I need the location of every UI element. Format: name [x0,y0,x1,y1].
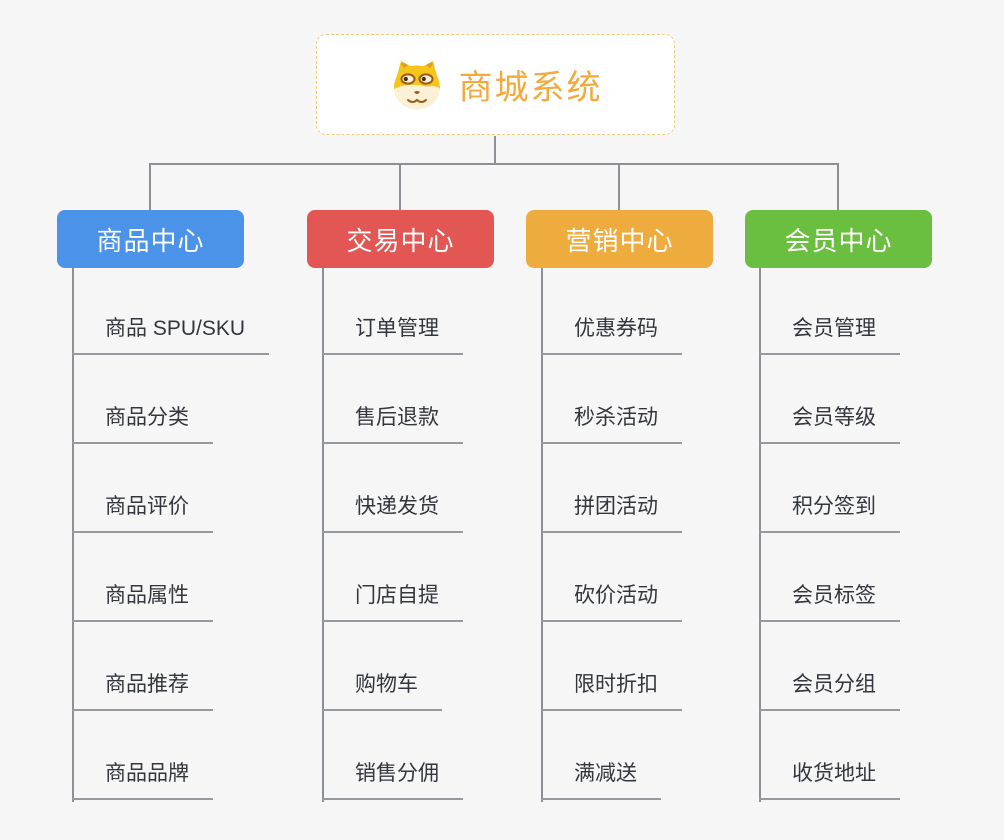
leaf-node[interactable]: 限时折扣 [541,669,682,711]
leaf-node[interactable]: 商品推荐 [72,669,213,711]
leaf-node[interactable]: 订单管理 [322,313,463,355]
leaf-node[interactable]: 销售分佣 [322,758,463,800]
leaf-node[interactable]: 秒杀活动 [541,402,682,444]
branch-node-trade-center[interactable]: 交易中心 [307,210,494,268]
connector-column-line [541,268,543,802]
leaf-node[interactable]: 商品属性 [72,580,213,622]
branch-node-product-center[interactable]: 商品中心 [57,210,244,268]
leaf-node[interactable]: 会员等级 [759,402,900,444]
leaf-node[interactable]: 积分签到 [759,491,900,533]
leaf-node[interactable]: 商品分类 [72,402,213,444]
connector-drop-line [837,164,839,210]
leaf-node[interactable]: 砍价活动 [541,580,682,622]
leaf-node[interactable]: 会员管理 [759,313,900,355]
leaf-node[interactable]: 快递发货 [322,491,463,533]
root-node[interactable]: 商城系统 [316,34,675,135]
leaf-node[interactable]: 购物车 [322,669,442,711]
connector-drop-line [618,164,620,210]
branch-node-marketing-center[interactable]: 营销中心 [526,210,713,268]
connector-column-line [759,268,761,802]
leaf-node[interactable]: 会员标签 [759,580,900,622]
leaf-node[interactable]: 门店自提 [322,580,463,622]
doge-face-icon [389,59,445,111]
leaf-node[interactable]: 商品 SPU/SKU [72,313,270,355]
leaf-node[interactable]: 商品评价 [72,491,213,533]
branch-node-member-center[interactable]: 会员中心 [745,210,932,268]
leaf-node[interactable]: 优惠券码 [541,313,682,355]
connector-column-line [72,268,74,802]
root-title: 商城系统 [458,69,603,107]
leaf-node[interactable]: 会员分组 [759,669,900,711]
connector-column-line [322,268,324,802]
connector-drop-line [149,164,151,210]
leaf-node[interactable]: 拼团活动 [541,491,682,533]
connector-root-stem [494,136,496,164]
leaf-node[interactable]: 收货地址 [759,758,900,800]
connector-drop-line [399,164,401,210]
connector-bus-line [149,163,839,165]
leaf-node[interactable]: 满减送 [541,758,661,800]
leaf-node[interactable]: 商品品牌 [72,758,213,800]
leaf-node[interactable]: 售后退款 [322,402,463,444]
